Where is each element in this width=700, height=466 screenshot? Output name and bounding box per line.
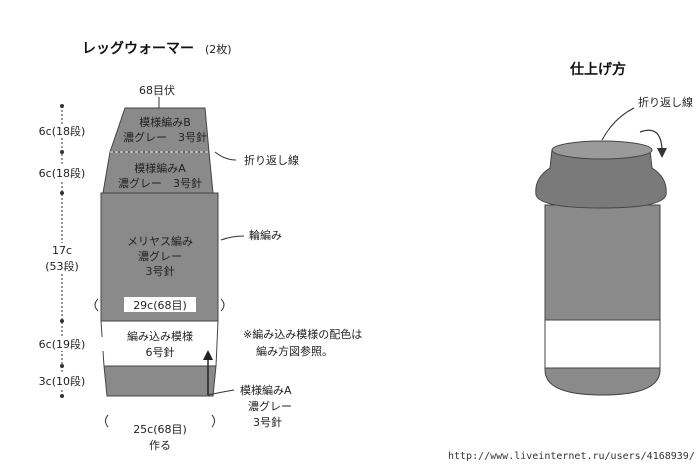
callout-a-line1: 模様編みA xyxy=(240,383,292,397)
footer-url: http://www.liveinternet.ru/users/4168939… xyxy=(448,451,695,462)
section-stockinette-line1: メリヤス編み xyxy=(127,234,193,248)
width-bottom-bracket-right xyxy=(211,414,215,428)
right-fold-arrowhead xyxy=(657,148,667,158)
dim-5: 3c(10段) xyxy=(39,374,86,388)
left-title: レッグウォーマー xyxy=(82,40,194,57)
dim-1: 6c(18段) xyxy=(39,124,86,138)
callout-fold-label: 折り返し線 xyxy=(244,153,299,167)
callout-a-line3: 3号針 xyxy=(253,415,282,429)
finished-colorwork-band xyxy=(544,319,661,369)
finished-opening xyxy=(551,140,653,160)
right-callout-label: 折り返し線 xyxy=(638,95,693,109)
finished-cuff xyxy=(535,149,667,209)
dim-bg-3 xyxy=(35,243,89,273)
section-stockinette-line3: 3号針 xyxy=(146,264,175,278)
leg-warmer-schematic xyxy=(100,107,219,397)
callout-round-label: 輪編み xyxy=(249,228,282,242)
section-b-line1: 模様編みB xyxy=(139,115,191,129)
callout-a-arrowhead xyxy=(203,350,213,360)
dim-bg-5 xyxy=(20,374,104,388)
dim-3b: (53段) xyxy=(45,259,79,273)
section-a-line2: 濃グレー 3号針 xyxy=(118,176,202,190)
section-pattern-a-bottom xyxy=(103,365,217,397)
width-mid-bg xyxy=(124,297,196,312)
callout-round-leader xyxy=(220,235,245,241)
callout-a-leader xyxy=(207,389,235,396)
dim-bg-2 xyxy=(20,166,104,180)
width-mid-bracket-right xyxy=(220,298,225,312)
width-mid-label: 29c(68目) xyxy=(133,299,187,312)
callout-a-line2: 濃グレー xyxy=(248,399,292,413)
section-pattern-b xyxy=(109,107,210,153)
dim-bg-1 xyxy=(20,124,104,138)
section-a-line1: 模様編みA xyxy=(134,161,186,175)
right-title: 仕上げ方 xyxy=(569,61,626,78)
left-title-suffix: (2枚) xyxy=(205,42,232,56)
section-colorwork-line2: 6号針 xyxy=(146,345,175,359)
dim-4: 6c(19段) xyxy=(39,337,86,351)
top-label: 68目伏 xyxy=(139,83,175,97)
section-colorwork-line1: 編み込み模様 xyxy=(127,329,193,343)
section-colorwork xyxy=(100,320,219,367)
right-fold-arrow xyxy=(639,129,663,153)
dim-bg-4 xyxy=(20,337,104,351)
note-line2: 編み方図参照。 xyxy=(256,344,333,358)
right-callout-leader xyxy=(601,107,635,141)
width-mid-bracket-left xyxy=(94,298,99,312)
callout-fold-leader xyxy=(214,151,237,161)
width-bottom-bracket-left xyxy=(105,414,109,428)
width-bottom-label: 25c(68目) xyxy=(133,423,187,436)
dim-2: 6c(18段) xyxy=(39,166,86,180)
bottom-label: 作る xyxy=(149,439,171,452)
note-line1: ※編み込み模様の配色は xyxy=(243,327,362,341)
section-stockinette-line2: 濃グレー xyxy=(138,249,182,263)
dim-3a: 17c xyxy=(52,244,72,257)
section-b-line2: 濃グレー 3号針 xyxy=(123,130,207,144)
finished-legwarmer xyxy=(535,140,667,396)
